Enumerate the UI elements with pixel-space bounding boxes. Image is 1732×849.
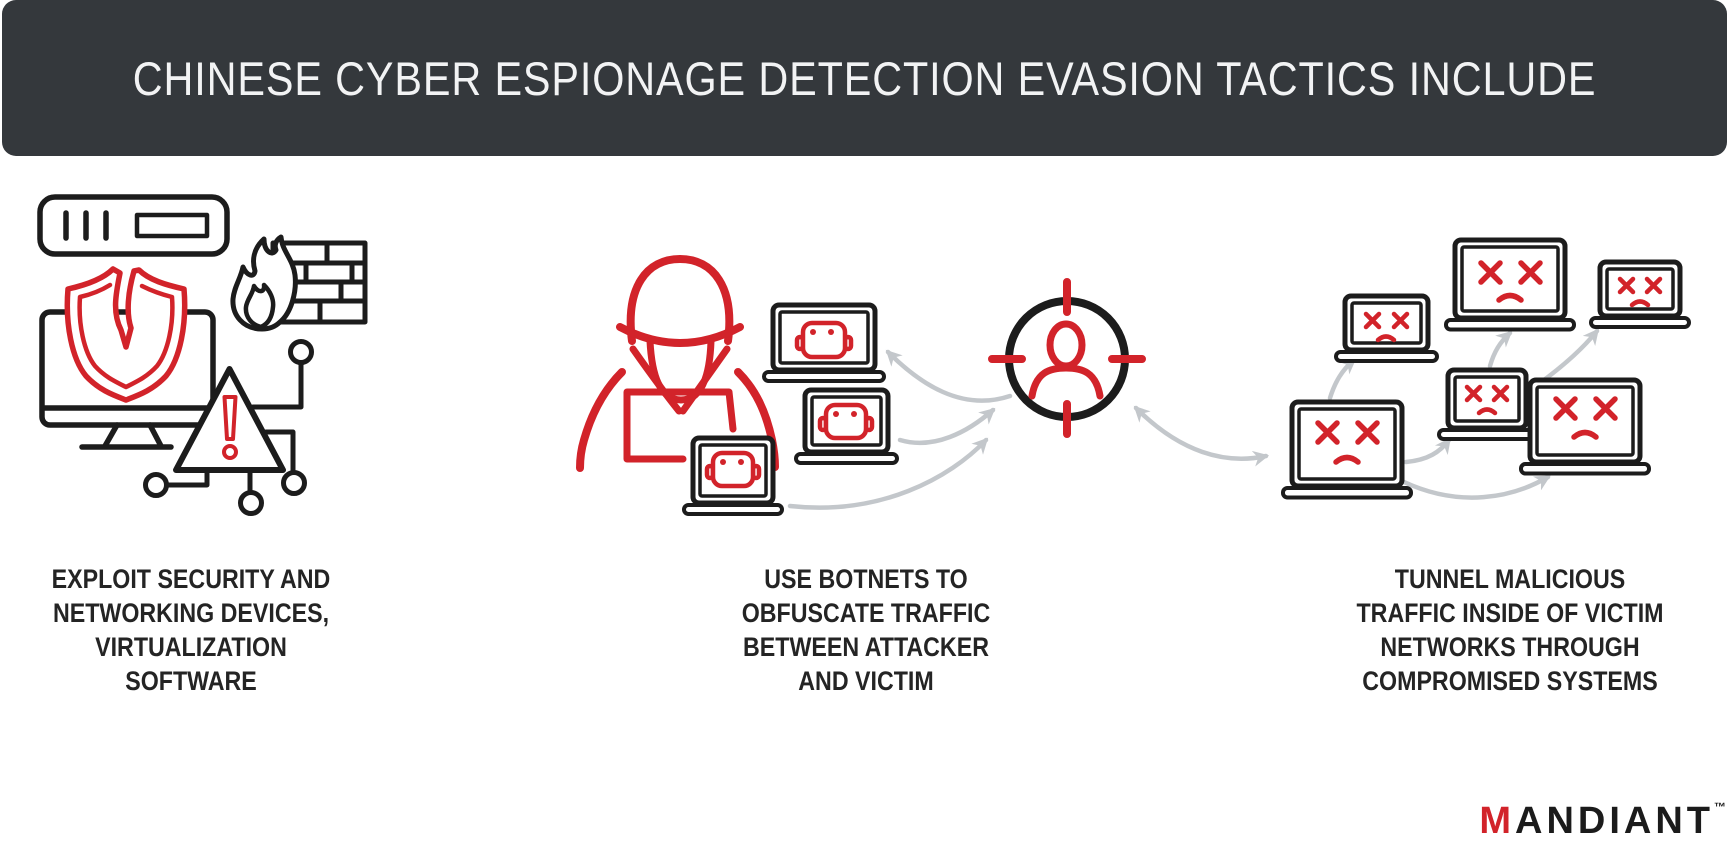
warning-triangle-icon [173, 366, 286, 473]
bot-face-icon [817, 402, 875, 441]
mandiant-logo-m: M [1479, 800, 1516, 842]
caption-line: TRAFFIC INSIDE OF VICTIM [1356, 598, 1664, 628]
victim-target-icon [988, 278, 1146, 438]
compromised-laptop [1589, 259, 1691, 329]
dead-face-icon [1464, 384, 1510, 416]
mandiant-logo-rest: ANDIANT [1515, 800, 1714, 842]
title-banner: CHINESE CYBER ESPIONAGE DETECTION EVASIO… [2, 0, 1727, 156]
caption-line: SOFTWARE [125, 666, 257, 696]
compromised-laptop [1437, 367, 1537, 441]
compromised-laptops-network-icon [1281, 237, 1691, 500]
flame-icon [230, 234, 298, 332]
trademark-mark: ™ [1714, 800, 1726, 814]
bot-laptop [794, 387, 899, 465]
bot-laptop [762, 302, 886, 383]
dead-face-icon [1553, 396, 1618, 440]
caption-line: VIRTUALIZATION [95, 632, 287, 662]
dead-face-icon [1478, 260, 1543, 303]
caption-line: OBFUSCATE TRAFFIC [741, 598, 991, 628]
caption-exploit-devices: EXPLOIT SECURITY AND NETWORKING DEVICES,… [36, 562, 346, 698]
caption-line: USE BOTNETS TO [764, 564, 968, 594]
caption-line: BETWEEN ATTACKER [743, 632, 989, 662]
infographic-illustrations [0, 156, 1732, 560]
compromised-laptop [1281, 399, 1413, 500]
page-title: CHINESE CYBER ESPIONAGE DETECTION EVASIO… [132, 51, 1597, 105]
caption-line: NETWORKING DEVICES, [52, 598, 330, 628]
compromised-laptop [1334, 293, 1439, 363]
broken-shield-icon [64, 266, 188, 403]
server-appliance-icon [37, 194, 230, 257]
bot-face-icon [794, 320, 854, 360]
caption-line: NETWORKS THROUGH [1380, 632, 1640, 662]
bot-face-icon [704, 450, 762, 489]
compromised-laptop [1519, 377, 1651, 476]
broken-shield-monitor-firewall-network-icon [37, 194, 368, 516]
caption-line: EXPLOIT SECURITY AND [51, 564, 331, 594]
network-nodes-icon [143, 339, 314, 516]
caption-botnets: USE BOTNETS TO OBFUSCATE TRAFFIC BETWEEN… [711, 562, 1021, 698]
dead-face-icon [1617, 276, 1663, 308]
caption-line: AND VICTIM [798, 666, 934, 696]
hacker-botnet-laptops-target-icon [576, 255, 1270, 516]
caption-line: COMPROMISED SYSTEMS [1362, 666, 1658, 696]
bot-laptop [682, 435, 784, 516]
dead-face-icon [1315, 420, 1380, 465]
compromised-laptop [1444, 237, 1576, 332]
mandiant-logo: MANDIANT™ [1479, 800, 1726, 843]
dead-face-icon [1363, 311, 1410, 343]
caption-line: TUNNEL MALICIOUS [1394, 564, 1626, 594]
illustration-canvas [37, 194, 1691, 516]
traffic-arrows [787, 349, 1270, 510]
caption-tunnel-traffic: TUNNEL MALICIOUS TRAFFIC INSIDE OF VICTI… [1347, 562, 1674, 698]
